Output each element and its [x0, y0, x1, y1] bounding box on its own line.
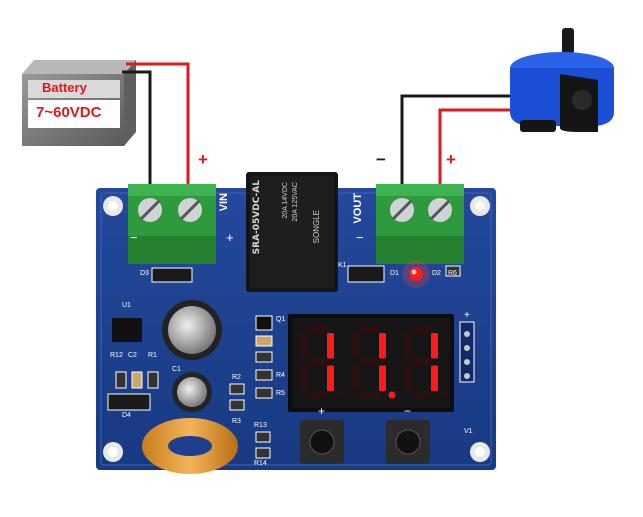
vin-label: VIN: [218, 193, 230, 212]
segment-f: [404, 333, 411, 359]
smd-components: [107, 265, 475, 459]
designator-d3: D3: [140, 270, 149, 277]
battery-label: Battery: [42, 80, 87, 95]
segment-e: [352, 365, 359, 391]
segment-b: [327, 333, 334, 359]
segment-a: [359, 326, 379, 333]
display-digits: [300, 326, 448, 399]
status-led: [402, 260, 430, 288]
segment-g: [359, 358, 379, 366]
segment-c: [431, 365, 438, 391]
segment-a: [411, 326, 431, 333]
relay: [246, 172, 338, 292]
segment-e: [404, 365, 411, 391]
segment-a: [307, 326, 327, 333]
designator-r3: R3: [232, 418, 241, 425]
pump-plus-sign: +: [446, 150, 456, 169]
designator-r1: R1: [148, 352, 157, 359]
relay-brand: SONGLE: [312, 210, 321, 244]
segment-f: [300, 333, 307, 359]
output-minus-sign: −: [356, 230, 364, 245]
pump-minus-sign: −: [376, 150, 386, 169]
decimal-point: [336, 391, 344, 399]
segment-e: [300, 365, 307, 391]
designator-r6: R6: [448, 270, 457, 277]
segment-d: [411, 391, 431, 398]
button-down-label: −: [404, 404, 412, 418]
water-pump: [510, 28, 614, 132]
designator-c2: C2: [128, 352, 137, 359]
segment-c: [327, 365, 334, 391]
output-terminal-block: [376, 184, 464, 264]
input-plus-sign: +: [226, 230, 234, 245]
designator-v1: V1: [464, 428, 473, 435]
decimal-point: [440, 391, 448, 399]
designator-r5: R5: [276, 390, 285, 397]
relay-rating-1: 20A 14VDC: [282, 182, 289, 219]
segment-d: [307, 391, 327, 398]
designator-d4: D4: [122, 412, 131, 419]
designator-d2: D2: [432, 270, 441, 277]
inductor-coil: [142, 418, 238, 474]
designator-r2: R2: [232, 374, 241, 381]
designator-r4: R4: [276, 372, 285, 379]
input-minus-sign: −: [130, 230, 138, 245]
designator-r12: R12: [110, 352, 123, 359]
designator-r13: R13: [254, 422, 267, 429]
capacitors: [162, 300, 222, 412]
input-terminal-block: [128, 184, 216, 264]
decimal-point: [388, 391, 396, 399]
segment-g: [411, 358, 431, 366]
designator-c1: C1: [172, 366, 181, 373]
designator-r14: R14: [254, 460, 267, 467]
header-plus-label: +: [464, 310, 470, 321]
designator-k1: K1: [338, 262, 347, 269]
designator-q1: Q1: [276, 316, 286, 323]
designator-u1: U1: [122, 302, 131, 309]
battery-voltage: 7~60VDC: [36, 104, 102, 121]
segment-g: [307, 358, 327, 366]
battery-box: [22, 60, 136, 146]
battery-wires: [122, 62, 190, 192]
segment-c: [379, 365, 386, 391]
pump-wires: [400, 94, 512, 192]
segment-b: [431, 333, 438, 359]
button-up-label: +: [318, 404, 326, 418]
relay-model: SRA-05VDC-AL: [252, 180, 262, 255]
seven-segment-display: [288, 314, 454, 412]
segment-f: [352, 333, 359, 359]
segment-d: [359, 391, 379, 398]
designator-d1: D1: [390, 270, 399, 277]
push-buttons: [300, 420, 430, 464]
relay-rating-2: 20A 125VAC: [292, 182, 299, 222]
vout-label: VOUT: [352, 193, 364, 224]
battery-plus-sign: +: [198, 150, 208, 169]
segment-b: [379, 333, 386, 359]
